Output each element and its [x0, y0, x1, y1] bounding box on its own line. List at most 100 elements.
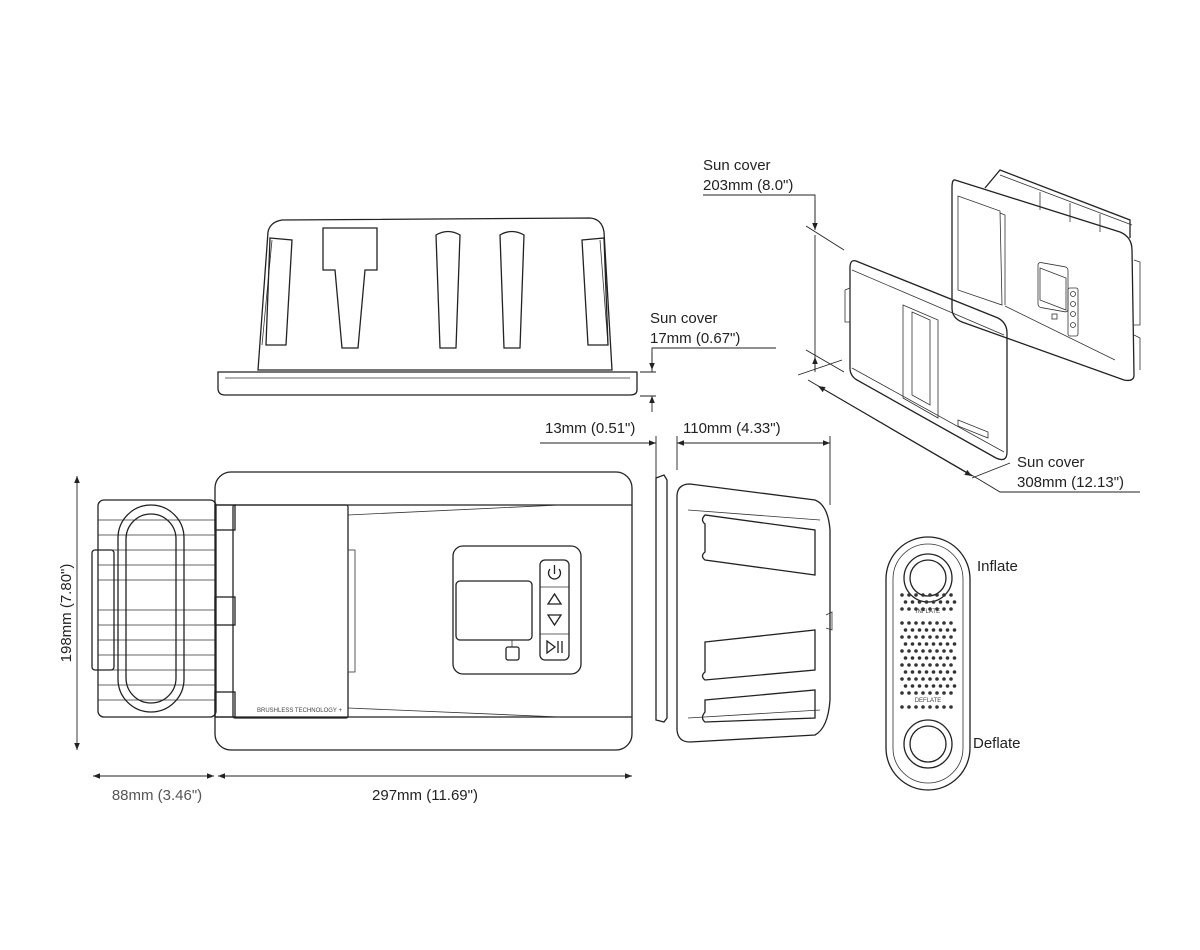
grille-hole [938, 670, 943, 674]
grille-hole [900, 705, 904, 709]
grille-hole [921, 593, 925, 597]
grille-hole [914, 621, 918, 625]
grille-hole [900, 635, 904, 639]
dimension-value: 203mm (8.0") [703, 177, 793, 194]
grille-hole [935, 705, 939, 709]
grille-hole [942, 593, 946, 597]
grille-hole [931, 628, 936, 632]
grille-hole [945, 684, 950, 688]
grille-hole [952, 628, 957, 632]
grille-hole [949, 649, 953, 653]
grille-hole [914, 677, 918, 681]
grille-hole [949, 663, 953, 667]
dimension-sun-cover-width: Sun cover 308mm (12.13") [797, 359, 1140, 493]
play-pause-icon[interactable] [546, 639, 563, 655]
grille-hole [917, 642, 922, 646]
grille-hole [935, 593, 939, 597]
grille-hole [931, 642, 936, 646]
grille-hole [914, 663, 918, 667]
grille-hole [900, 607, 904, 611]
grille-hole [949, 677, 953, 681]
grille-hole [931, 600, 936, 604]
up-arrow-icon[interactable] [546, 592, 563, 605]
handle-width-label: 88mm (3.46") [112, 787, 202, 804]
grille-hole [938, 656, 943, 660]
grille-hole [952, 642, 957, 646]
grille-hole [949, 621, 953, 625]
sensor-button[interactable] [505, 646, 520, 661]
grille-hole [907, 593, 911, 597]
grille-hole [900, 649, 904, 653]
grille-hole [935, 691, 939, 695]
grille-hole [917, 628, 922, 632]
grille-hole [900, 691, 904, 695]
grille-hole [921, 621, 925, 625]
dimension-title: Sun cover [1017, 454, 1085, 471]
grille-hole [917, 670, 922, 674]
grille-hole [921, 691, 925, 695]
grille-hole [952, 670, 957, 674]
grille-hole [924, 684, 929, 688]
grille-hole [931, 670, 936, 674]
grille-hole [928, 663, 932, 667]
grille-hole [914, 607, 918, 611]
top-side-view [217, 217, 638, 396]
dimension-title: Sun cover [703, 157, 771, 174]
grille-hole [910, 656, 915, 660]
grille-hole [914, 593, 918, 597]
grille-hole [921, 635, 925, 639]
front-view: BRUSHLESS TECHNOLOGY + [91, 471, 633, 751]
side-view [655, 474, 833, 743]
power-icon[interactable] [547, 565, 562, 580]
deflate-button[interactable] [903, 719, 953, 769]
grille-hole [945, 628, 950, 632]
grille-hole [907, 677, 911, 681]
grille-hole [938, 684, 943, 688]
grille-hole [942, 649, 946, 653]
grille-hole [935, 607, 939, 611]
dimension-sun-cover-height: Sun cover 203mm (8.0") [703, 157, 845, 373]
grille-hole [914, 635, 918, 639]
grille-hole [900, 621, 904, 625]
grille-hole [952, 684, 957, 688]
grille-hole [907, 705, 911, 709]
grille-hole [935, 663, 939, 667]
grille-hole [949, 691, 953, 695]
flange-depth-label: 13mm (0.51") [545, 420, 635, 437]
grille-hole [928, 635, 932, 639]
grille-hole [903, 642, 908, 646]
grille-hole [928, 691, 932, 695]
down-arrow-icon[interactable] [546, 614, 563, 627]
grille-hole [914, 649, 918, 653]
remote-control: INFLATE DEFLATE Inflate Deflate [885, 536, 1021, 791]
dimension-value: 17mm (0.67") [650, 330, 740, 347]
height-label: 198mm (7.80") [58, 564, 75, 663]
grille-hole [952, 600, 957, 604]
grille-hole [903, 628, 908, 632]
grille-hole [921, 663, 925, 667]
grille-hole [928, 677, 932, 681]
grille-hole [921, 705, 925, 709]
grille-hole [928, 621, 932, 625]
grille-hole [910, 670, 915, 674]
grille-hole [938, 600, 943, 604]
grille-hole [900, 663, 904, 667]
speaker-grille [900, 593, 957, 709]
grille-hole [942, 635, 946, 639]
grille-hole [938, 642, 943, 646]
isometric-view [844, 169, 1141, 461]
grille-hole [903, 656, 908, 660]
grille-hole [942, 677, 946, 681]
grille-hole [907, 649, 911, 653]
grille-hole [928, 705, 932, 709]
grille-hole [907, 663, 911, 667]
grille-hole [924, 670, 929, 674]
grille-hole [949, 593, 953, 597]
grille-hole [903, 600, 908, 604]
grille-hole [945, 642, 950, 646]
deflate-label: Deflate [973, 735, 1021, 752]
grille-hole [928, 593, 932, 597]
grille-hole [945, 656, 950, 660]
grille-hole [910, 600, 915, 604]
